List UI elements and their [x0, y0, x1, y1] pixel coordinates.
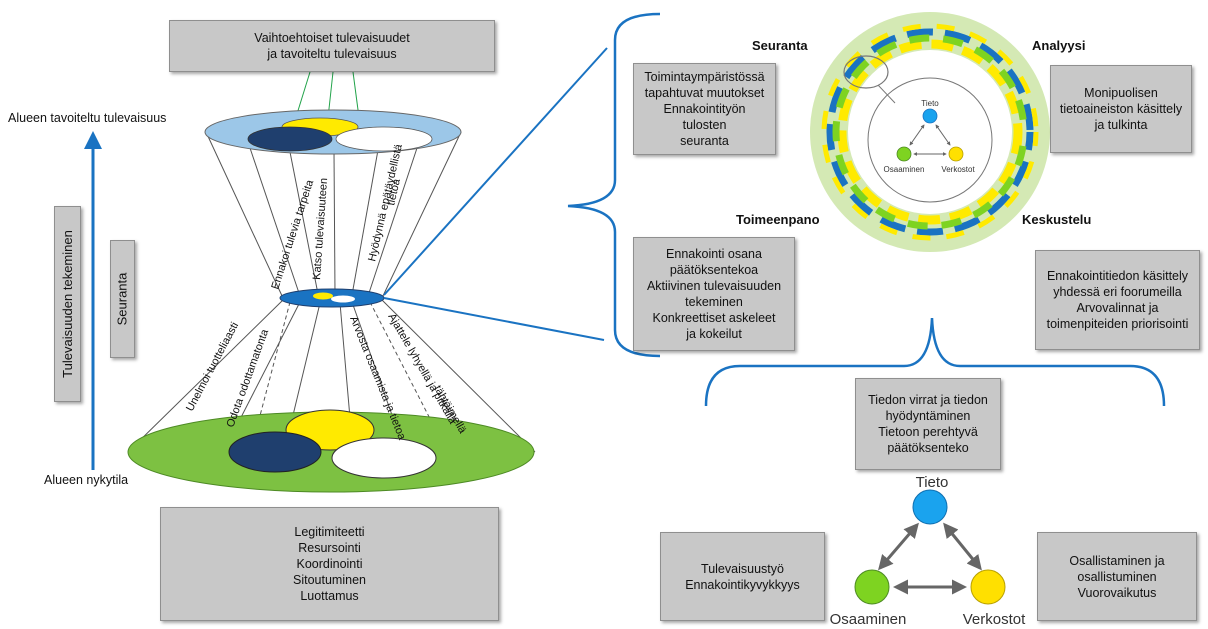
node-label-verkostot: Verkostot — [963, 611, 1026, 628]
future-making-box: Tulevaisuuden tekeminen — [54, 206, 81, 402]
node-osaaminen — [854, 569, 890, 605]
upper-cone-labels: Ennakoi tulevia tarpeita Katso tulevaisu… — [269, 142, 405, 291]
bottom-triangle: Tieto Osaaminen Verkostot — [830, 474, 1026, 628]
node-label-osaaminen: Osaaminen — [830, 611, 907, 628]
current-state-label: Alueen nykytila — [44, 473, 129, 487]
upper-cone — [205, 131, 462, 299]
bottom-present-disk — [127, 409, 535, 493]
cycle-node-label-verkostot: Verkostot — [941, 165, 975, 174]
stage-label-analyysi: Analyysi — [1032, 38, 1086, 53]
foresight-capability-box: Tulevaisuustyö Ennakointikyvykkyys — [660, 532, 825, 621]
cone-label-unelmoi: Unelmoi tuotteliaasti — [184, 320, 241, 413]
knowledge-flows-box: Tiedon virrat ja tiedon hyödyntäminen Ti… — [855, 378, 1001, 470]
analyysi-description-box: Monipuolisen tietoaineiston käsittely ja… — [1050, 65, 1192, 153]
node-tieto — [912, 489, 948, 525]
top-future-disk — [204, 109, 462, 155]
neck-disk — [279, 288, 385, 308]
cone-label-katso: Katso tulevaisuuteen — [311, 177, 330, 280]
stage-label-seuranta: Seuranta — [752, 38, 808, 53]
cycle-node-tieto — [922, 108, 938, 124]
toimeenpano-description-box: Ennakointi osana päätöksentekoa Aktiivin… — [633, 237, 795, 351]
triangle-brace — [704, 317, 1166, 407]
cycle-node-verkostot — [948, 146, 964, 162]
keskustelu-description-box: Ennakointitiedon käsittely yhdessä eri f… — [1035, 250, 1200, 350]
cycle-ring — [810, 12, 1050, 252]
cycle-node-label-osaaminen: Osaaminen — [884, 165, 925, 174]
participation-box: Osallistaminen ja osallistuminen Vuorova… — [1037, 532, 1197, 621]
cycle-node-label-tieto: Tieto — [921, 99, 939, 108]
node-verkostot — [970, 569, 1006, 605]
zoom-lines — [383, 47, 608, 341]
cycle-triangle: Tieto Osaaminen Verkostot — [884, 99, 976, 174]
target-future-label: Alueen tavoiteltu tulevaisuus — [8, 111, 167, 125]
cycle-node-osaaminen — [896, 146, 912, 162]
stage-label-toimeenpano: Toimeenpano — [736, 212, 820, 227]
monitoring-box: Seuranta — [110, 240, 135, 358]
node-label-tieto: Tieto — [916, 474, 949, 491]
stage-label-keskustelu: Keskustelu — [1022, 212, 1092, 227]
cycle-brace — [567, 12, 661, 358]
alternative-futures-box: Vaihtoehtoiset tulevaisuudet ja tavoitel… — [169, 20, 495, 72]
seuranta-description-box: Toimintaympäristössä tapahtuvat muutokse… — [633, 63, 776, 155]
enablers-box: Legitimiteetti Resursointi Koordinointi … — [160, 507, 499, 621]
